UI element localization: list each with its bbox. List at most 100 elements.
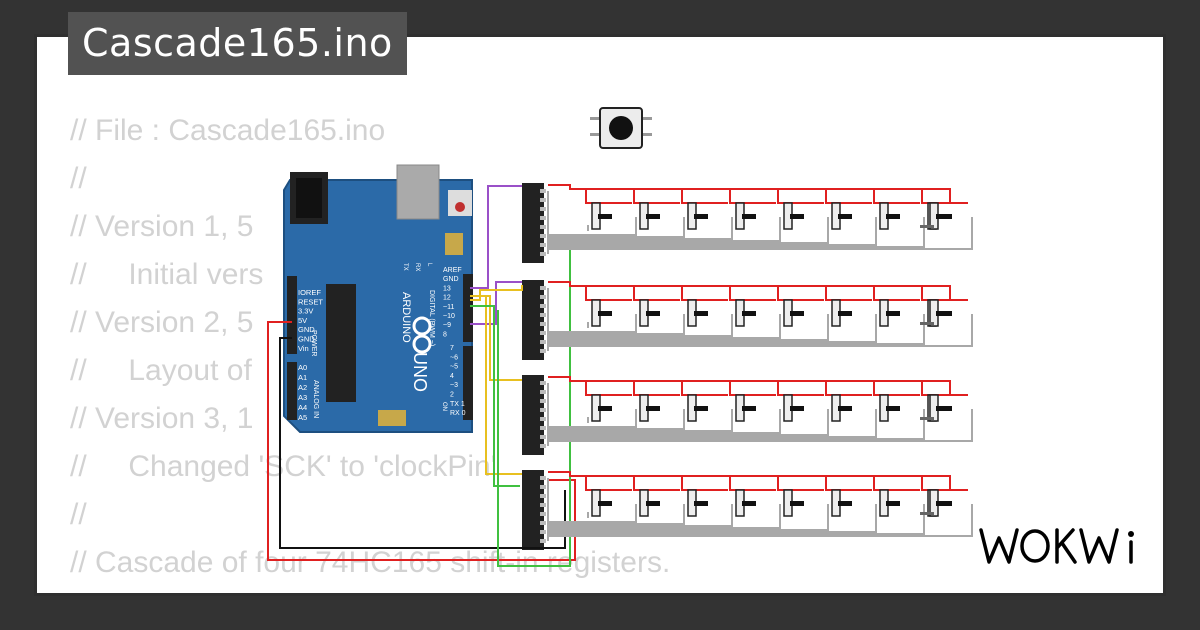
switch-power-wire bbox=[873, 286, 920, 301]
switch-signal-wire bbox=[547, 217, 925, 248]
clock-wire bbox=[470, 285, 523, 301]
switch-toggle[interactable] bbox=[598, 214, 612, 219]
shift-register-chip[interactable] bbox=[522, 183, 544, 263]
shift-register-chip[interactable] bbox=[522, 470, 544, 550]
switch-toggle[interactable] bbox=[694, 214, 708, 219]
digital-pin-label: 4 bbox=[450, 373, 454, 380]
clock-wire bbox=[470, 295, 522, 475]
digital-pin-label: ~5 bbox=[450, 364, 458, 371]
switch-toggle[interactable] bbox=[790, 311, 804, 316]
switch-signal-wire bbox=[547, 409, 925, 440]
switch-power-wire bbox=[729, 381, 776, 396]
chip-pin bbox=[540, 322, 546, 326]
digital-pin-label: RX 0 bbox=[450, 410, 466, 417]
switch-power-wire bbox=[825, 476, 872, 491]
switch-power-wire bbox=[548, 184, 951, 203]
resistor bbox=[920, 322, 934, 325]
data-wire bbox=[470, 281, 522, 325]
switch-toggle[interactable] bbox=[742, 311, 756, 316]
chip-pin bbox=[540, 435, 546, 439]
switch-toggle[interactable] bbox=[742, 501, 756, 506]
chip-pin bbox=[540, 234, 546, 238]
switch-power-wire bbox=[777, 189, 824, 204]
switch-power-wire bbox=[681, 381, 728, 396]
switch-power-wire bbox=[585, 476, 632, 491]
switch-toggle[interactable] bbox=[790, 406, 804, 411]
switch-power-wire bbox=[825, 189, 872, 204]
switch-toggle[interactable] bbox=[598, 311, 612, 316]
switch-toggle[interactable] bbox=[598, 406, 612, 411]
switch-toggle[interactable] bbox=[646, 311, 660, 316]
switch-toggle[interactable] bbox=[936, 501, 952, 506]
chip-pin bbox=[540, 216, 546, 220]
switch-power-wire bbox=[777, 476, 824, 491]
code-line: // Initial vers bbox=[70, 258, 264, 291]
digital-section-label: DIGITAL (PWM ~) bbox=[428, 290, 435, 346]
switch-power-wire bbox=[633, 189, 680, 204]
switch-toggle[interactable] bbox=[886, 311, 900, 316]
switch-power-wire bbox=[548, 471, 951, 490]
power-section-label: POWER bbox=[310, 330, 317, 356]
chip-pin bbox=[540, 494, 546, 498]
switch-toggle[interactable] bbox=[936, 406, 952, 411]
chip-pin bbox=[540, 189, 546, 193]
switch-toggle[interactable] bbox=[694, 311, 708, 316]
switch-toggle[interactable] bbox=[936, 214, 952, 219]
chip-pin bbox=[540, 444, 546, 448]
shift-register-chip[interactable] bbox=[522, 280, 544, 360]
on-led-label: ON bbox=[441, 402, 447, 411]
chip-pin bbox=[540, 521, 546, 525]
code-line: // Version 1, 5 bbox=[70, 210, 254, 243]
switch-toggle[interactable] bbox=[790, 214, 804, 219]
switch-toggle[interactable] bbox=[886, 214, 900, 219]
digital-pin-label: ~6 bbox=[450, 354, 458, 361]
chip-pin bbox=[540, 426, 546, 430]
switch-toggle[interactable] bbox=[694, 406, 708, 411]
switch-toggle[interactable] bbox=[838, 311, 852, 316]
code-line: // bbox=[70, 498, 87, 531]
analog-pin-label: A4 bbox=[298, 403, 307, 412]
chip-pin bbox=[540, 485, 546, 489]
switch-power-wire bbox=[633, 381, 680, 396]
switch-power-wire bbox=[633, 476, 680, 491]
chip-pin bbox=[540, 252, 546, 256]
switch-signal-wire bbox=[547, 314, 925, 345]
switch-toggle[interactable] bbox=[694, 501, 708, 506]
switch-toggle[interactable] bbox=[886, 406, 900, 411]
switch-power-wire bbox=[585, 381, 632, 396]
switch-toggle[interactable] bbox=[838, 406, 852, 411]
shift-register-chip[interactable] bbox=[522, 375, 544, 455]
pushbutton[interactable] bbox=[590, 107, 652, 149]
chip-pin bbox=[540, 476, 546, 480]
switch-toggle[interactable] bbox=[598, 501, 612, 506]
switch-power-wire bbox=[777, 381, 824, 396]
switch-power-wire bbox=[873, 381, 920, 396]
arduino-uno-board[interactable]: IOREFRESET3.3V5VGNDGNDVinA0A1A2A3A4A5ARE… bbox=[283, 164, 473, 433]
switch-toggle[interactable] bbox=[646, 406, 660, 411]
switch-signal-wire bbox=[547, 504, 973, 541]
chip-pin bbox=[540, 225, 546, 229]
switch-toggle[interactable] bbox=[742, 214, 756, 219]
digital-pin-label: 7 bbox=[450, 345, 454, 352]
power-pin-label: GND bbox=[298, 335, 315, 344]
switch-toggle[interactable] bbox=[838, 501, 852, 506]
switch-toggle[interactable] bbox=[838, 214, 852, 219]
digital-pin-label: AREF bbox=[443, 267, 462, 274]
switch-toggle[interactable] bbox=[646, 214, 660, 219]
switch-power-wire bbox=[585, 286, 632, 301]
code-line: // Layout of bbox=[70, 354, 252, 387]
switch-toggle[interactable] bbox=[646, 501, 660, 506]
digital-pin-label: ~10 bbox=[443, 313, 455, 320]
switch-toggle[interactable] bbox=[790, 501, 804, 506]
resistor bbox=[920, 417, 934, 420]
chip-pin bbox=[540, 295, 546, 299]
switch-toggle[interactable] bbox=[886, 501, 900, 506]
chip-pin bbox=[540, 304, 546, 308]
resistor bbox=[920, 225, 934, 228]
power-pin-label: Vin bbox=[298, 344, 309, 353]
arduino-logo-icon bbox=[412, 316, 432, 354]
switch-toggle[interactable] bbox=[936, 311, 952, 316]
switch-toggle[interactable] bbox=[742, 406, 756, 411]
switch-power-wire bbox=[873, 189, 920, 204]
chip-pin bbox=[540, 331, 546, 335]
